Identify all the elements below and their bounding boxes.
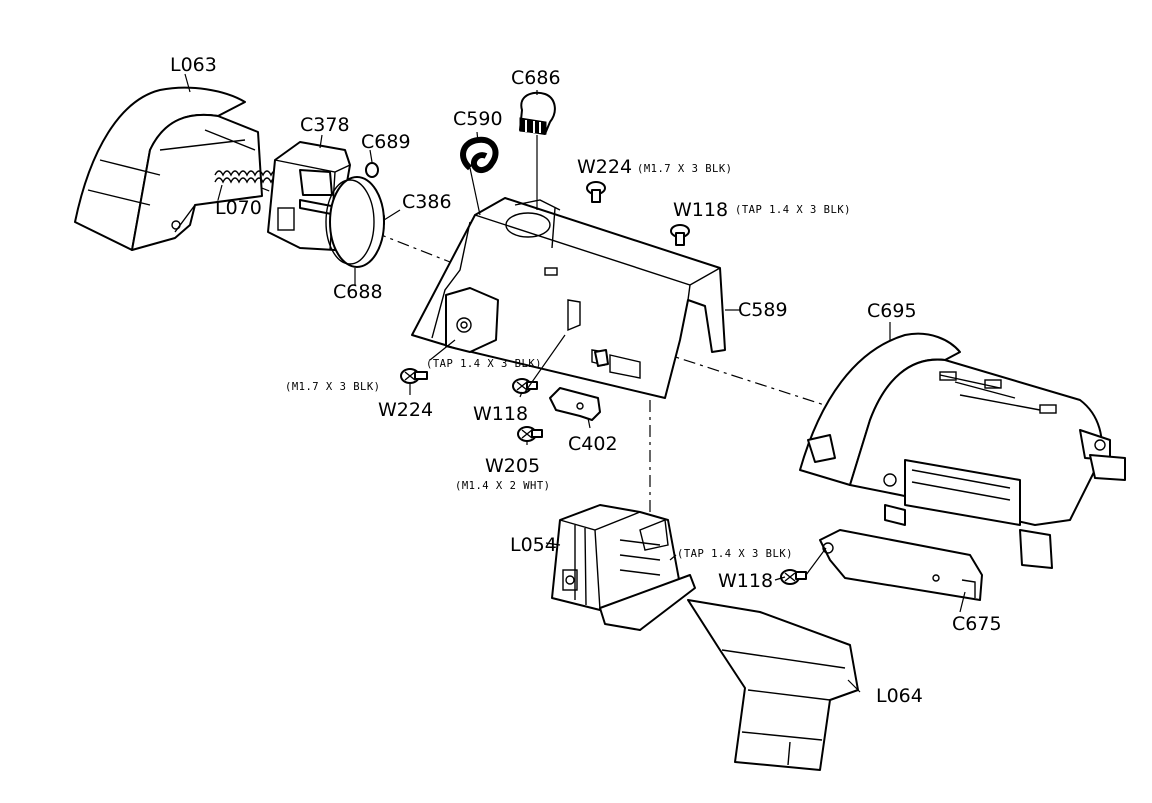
label-l054: L054: [510, 534, 557, 556]
part-labels: L063 C378 C689 L070 C386 C688 C590 C686 …: [170, 54, 1002, 707]
label-c378: C378: [300, 114, 350, 136]
label-w118-mid: W118: [473, 403, 528, 425]
part-l054-connector: [551, 504, 696, 631]
label-l070: L070: [215, 197, 262, 219]
part-l070-spring: [214, 170, 280, 184]
screw-w118-low: [780, 569, 807, 585]
spec-w224-mid: (M1.7 X 3 BLK): [285, 381, 381, 393]
part-c695-assembly: [799, 332, 1126, 569]
part-c688-disk: [325, 162, 385, 268]
spec-w118-low: (TAP 1.4 X 3 BLK): [677, 548, 793, 560]
screw-w118-top: [670, 224, 690, 246]
label-c686: C686: [511, 67, 561, 89]
part-c590-clip: [460, 136, 499, 174]
spec-w205: (M1.4 X 2 WHT): [455, 480, 551, 492]
screw-w224-mid: [400, 368, 428, 384]
label-w118-top: W118: [673, 199, 728, 221]
spec-w224-top: (M1.7 X 3 BLK): [637, 163, 733, 175]
label-c675: C675: [952, 613, 1002, 635]
label-c695: C695: [867, 300, 917, 322]
part-l064-flex-cable: [687, 599, 859, 771]
spec-w118-top: (TAP 1.4 X 3 BLK): [735, 204, 851, 216]
part-c402-bracket: [549, 349, 609, 421]
part-l063-cover: [74, 86, 263, 251]
label-c402: C402: [568, 433, 618, 455]
leader-lines: [184, 73, 966, 693]
screw-w224-top: [586, 181, 606, 203]
screw-w205: [517, 426, 543, 442]
label-w224-top: W224: [577, 156, 632, 178]
label-c689: C689: [361, 131, 411, 153]
label-w224-mid: W224: [378, 399, 433, 421]
part-c675-bracket: [819, 529, 983, 601]
label-c589: C589: [738, 299, 788, 321]
label-c688: C688: [333, 281, 383, 303]
screw-w118-mid: [512, 378, 538, 394]
label-c386: C386: [402, 191, 452, 213]
label-l064: L064: [876, 685, 923, 707]
part-c686-knob: [519, 91, 556, 135]
label-l063: L063: [170, 54, 217, 76]
label-c590: C590: [453, 108, 503, 130]
label-w205: W205: [485, 455, 540, 477]
spec-mid-tap: (TAP 1.4 X 3 BLK): [426, 358, 542, 370]
label-w118-low: W118: [718, 570, 773, 592]
part-c589-housing: [411, 197, 726, 399]
